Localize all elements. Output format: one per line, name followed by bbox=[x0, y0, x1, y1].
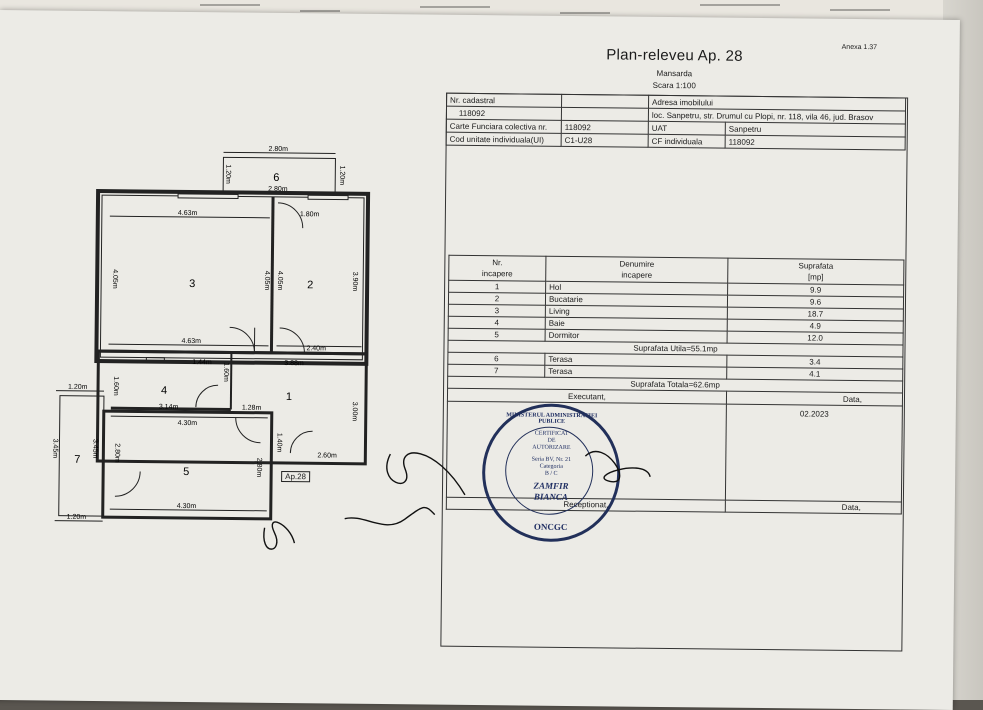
svg-text:1.20m: 1.20m bbox=[67, 514, 87, 521]
svg-text:3.45m: 3.45m bbox=[51, 439, 58, 459]
room-1-label: 1 bbox=[286, 391, 292, 403]
svg-text:1.44m: 1.44m bbox=[192, 359, 212, 366]
svg-text:1.28m: 1.28m bbox=[242, 405, 262, 412]
floor-plan: 6 3 2 4 1 5 7 2.80m 2.80m 1.20m 1.20m 4.… bbox=[0, 10, 960, 710]
room-7-label: 7 bbox=[74, 454, 80, 466]
svg-text:2.80m: 2.80m bbox=[268, 186, 288, 193]
svg-text:3.00m: 3.00m bbox=[351, 402, 358, 422]
door-arc-4 bbox=[196, 385, 218, 407]
svg-text:4.30m: 4.30m bbox=[177, 503, 197, 510]
svg-text:3.90m: 3.90m bbox=[351, 272, 358, 292]
svg-text:1.20m: 1.20m bbox=[68, 384, 88, 391]
door-arc-5 bbox=[235, 417, 260, 442]
door-arc-7 bbox=[115, 471, 140, 496]
svg-text:3.14m: 3.14m bbox=[159, 404, 179, 411]
wall-baie-right bbox=[231, 352, 232, 409]
wall-divider-3-2 bbox=[271, 197, 273, 353]
svg-text:2.80m: 2.80m bbox=[113, 443, 120, 463]
door-arc-1 bbox=[229, 327, 254, 352]
svg-text:1.60m: 1.60m bbox=[222, 362, 229, 382]
apartment-label: Ap.28 bbox=[281, 471, 310, 482]
svg-text:4.05m: 4.05m bbox=[111, 269, 118, 289]
svg-text:1.40m: 1.40m bbox=[275, 433, 282, 453]
svg-text:4.63m: 4.63m bbox=[178, 210, 198, 217]
svg-text:2.60m: 2.60m bbox=[317, 452, 337, 459]
svg-text:4.63m: 4.63m bbox=[182, 338, 202, 345]
svg-text:3.88m: 3.88m bbox=[284, 360, 304, 367]
svg-text:1.80m: 1.80m bbox=[300, 211, 320, 218]
door-arc-6 bbox=[290, 431, 312, 453]
room-3-label: 3 bbox=[189, 278, 195, 290]
wall-upper-inner bbox=[100, 195, 364, 360]
svg-text:4.30m: 4.30m bbox=[178, 420, 198, 427]
room-5-label: 5 bbox=[183, 466, 189, 478]
svg-text:4.05m: 4.05m bbox=[263, 271, 270, 291]
svg-text:2.40m: 2.40m bbox=[306, 345, 326, 352]
svg-text:1.60m: 1.60m bbox=[112, 376, 119, 396]
document-sheet: Anexa 1.37 Plan-releveu Ap. 28 Mansarda … bbox=[0, 10, 960, 710]
svg-text:4.05m: 4.05m bbox=[276, 271, 283, 291]
room-2-label: 2 bbox=[307, 279, 313, 291]
svg-text:1.20m: 1.20m bbox=[338, 166, 345, 186]
door-arc-2 bbox=[279, 328, 304, 353]
room-4-label: 4 bbox=[161, 385, 167, 397]
svg-text:1.20m: 1.20m bbox=[224, 164, 231, 184]
room-6-label: 6 bbox=[273, 172, 279, 184]
svg-text:2.80m: 2.80m bbox=[255, 458, 262, 478]
svg-text:3.45m: 3.45m bbox=[91, 439, 98, 459]
svg-text:2.80m: 2.80m bbox=[269, 146, 289, 153]
